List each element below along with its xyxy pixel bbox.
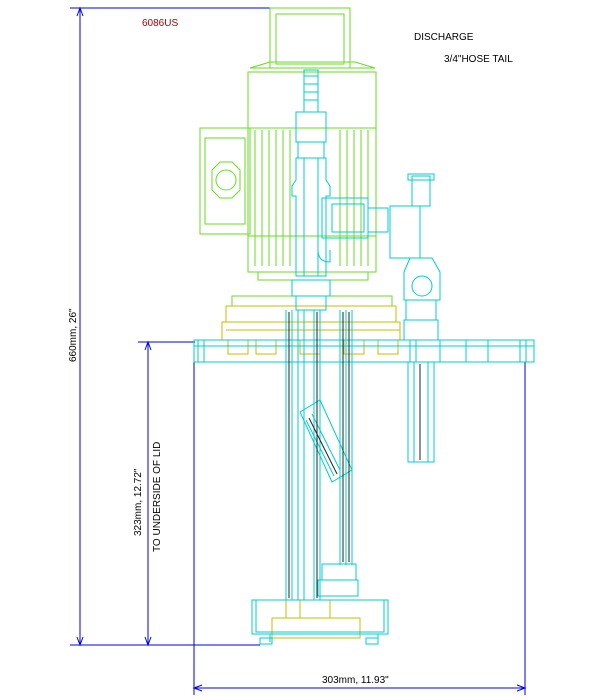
tank-lid (193, 339, 535, 363)
mounting-plate (221, 305, 401, 639)
lid-depth-label: 323mm, 12.72" (133, 468, 144, 536)
overall-width-label: 303mm, 11.93" (322, 675, 389, 686)
dimension-lines (70, 6, 527, 695)
overall-height-label: 660mm, 26" (68, 308, 79, 362)
shaft-details (288, 312, 421, 598)
hose-tail-label: 3/4"HOSE TAIL (444, 54, 513, 65)
model-code-label: 6086US (142, 18, 178, 29)
lid-note-label: TO UNDERSIDE OF LID (152, 442, 163, 552)
motor (199, 7, 393, 307)
pump-column (251, 69, 441, 645)
discharge-label: DISCHARGE (414, 32, 474, 43)
